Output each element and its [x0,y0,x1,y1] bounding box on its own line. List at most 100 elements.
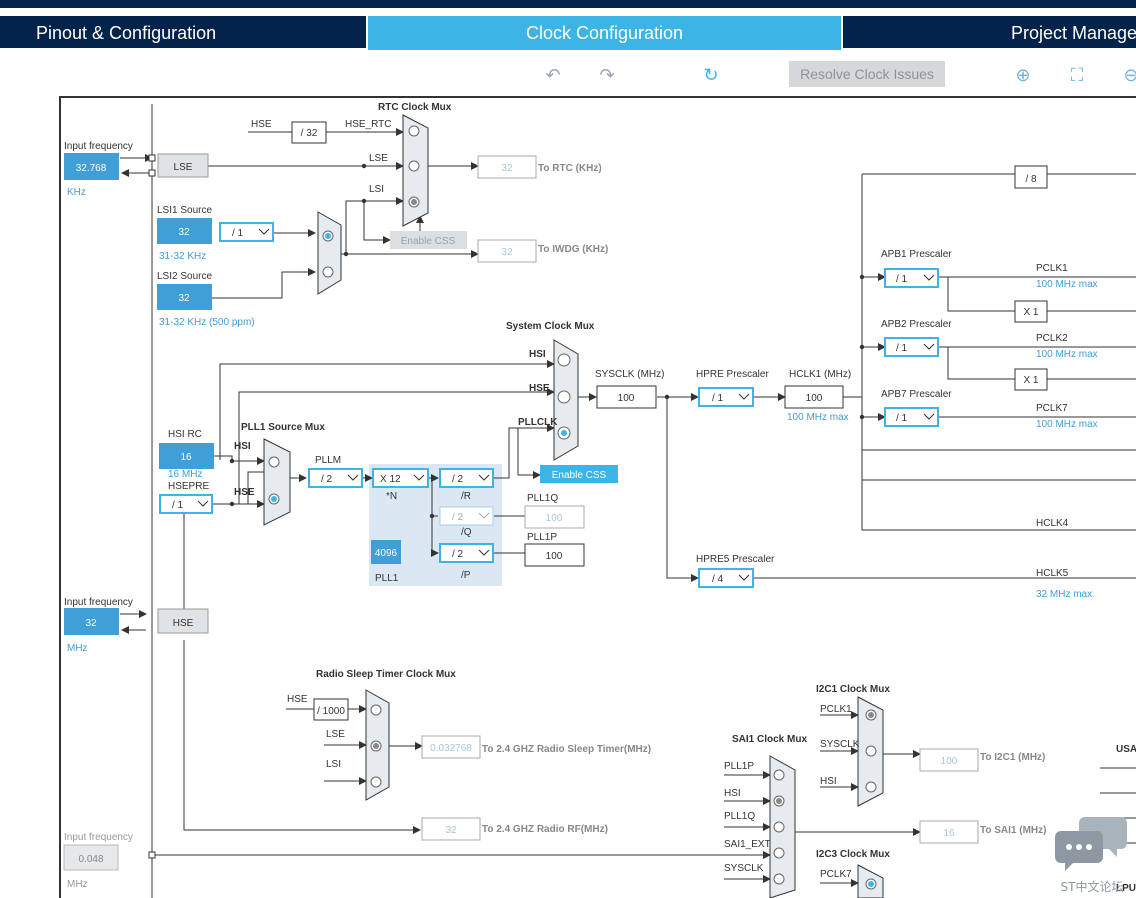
pll-hse-label: HSE [234,487,255,498]
pll-r-value: / 2 [452,474,464,485]
pclk2-label: PCLK2 [1036,333,1068,344]
zoom-out-icon[interactable]: ⊖ [1123,65,1136,85]
pllm-value: / 2 [321,474,333,485]
rtc-hse-label: HSE [251,119,272,130]
rtc-lsi-label: LSI [369,184,384,195]
sai1-input-3: PLL1Q [724,811,755,822]
refresh-icon[interactable]: ↻ [703,65,719,85]
tab-clock-configuration[interactable]: Clock Configuration [368,16,841,50]
hclk1-value-box[interactable] [784,385,844,409]
hse-oscillator [157,608,209,634]
sai1-radio-3[interactable] [773,821,785,833]
rtc-radio-lse[interactable] [408,160,420,172]
hsi-rc-value-box[interactable] [159,443,214,469]
radio-radio-lsi[interactable] [370,776,382,788]
radio-lsi-label: LSI [326,759,341,770]
lse-name: LSE [174,162,193,173]
apb7-value: / 1 [896,413,908,424]
pclk2-max: 100 MHz max [1036,349,1098,360]
pllm-select[interactable] [308,468,363,488]
sai1-output-box[interactable] [919,820,979,844]
hsi-rc-label: HSI RC [168,429,202,440]
tab-project-manager[interactable]: Project Manager [843,16,1136,48]
chevron-down-icon [347,474,359,481]
i2c1-radio-2[interactable] [865,745,877,757]
undo-icon[interactable]: ↶ [545,65,561,85]
pll-radio-hsi[interactable] [268,456,280,468]
hse-input-frequency[interactable] [64,608,119,635]
tab-pinout[interactable]: Pinout & Configuration [0,16,366,48]
iwdg-output-box[interactable] [477,239,537,263]
apb2-select[interactable] [884,337,939,357]
radio-sleep-label: To 2.4 GHZ Radio Sleep Timer(MHz) [482,744,651,755]
lsi2-value-box[interactable] [157,284,212,310]
lse-input-frequency[interactable] [64,153,119,180]
chevron-down-icon [258,228,270,235]
hpre5-select[interactable] [698,568,754,588]
forum-chat-widget[interactable]: ST中文论坛 [1055,815,1129,895]
rtc-output-value: 32 [501,163,513,174]
radio-rf-label: To 2.4 GHZ Radio RF(MHz) [482,824,608,835]
fit-screen-icon[interactable]: ⛶ [1070,65,1084,85]
lsi-radio-2[interactable] [322,266,334,278]
apb7-select[interactable] [884,407,939,427]
pll-n-value: X 12 [380,474,401,485]
rtc-enable-css-label: Enable CSS [401,236,456,247]
lsi-divider-select[interactable] [219,222,274,242]
lsi1-value-box[interactable] [157,218,212,244]
hpre-select[interactable] [698,387,754,407]
radio-hse-divider [313,698,349,721]
sai1-output-value: 16 [943,828,955,839]
radio-rf-output-box[interactable] [421,817,481,841]
pll-r-select[interactable] [439,468,494,488]
sysclk-enable-css-button[interactable] [540,465,618,483]
chevron-down-icon [923,274,935,281]
pll1p-value-box[interactable] [524,543,585,567]
lse-input-label: Input frequency [64,141,133,152]
rtc-lse-label: LSE [369,153,388,164]
apb2-value: / 1 [896,343,908,354]
sai1-radio-5[interactable] [773,873,785,885]
hsepre-label: HSEPRE [168,481,209,492]
pll-fracn-box[interactable] [371,540,401,564]
pll-p-label: /P [461,570,471,581]
pll1q-value-box[interactable] [524,505,585,529]
x1-box-apb1 [1014,300,1048,323]
sai1-radio-4[interactable] [773,847,785,859]
rtc-radio-hse[interactable] [408,125,420,137]
pll1-source-mux[interactable] [263,438,291,526]
pll-q-select[interactable] [439,506,494,526]
radio-radio-hse[interactable] [370,704,382,716]
resolve-clock-issues-button[interactable]: Resolve Clock Issues [789,61,945,87]
pll-n-select[interactable] [372,468,429,488]
i2c3-input-1: PCLK7 [820,869,852,880]
radio-sleep-output-box[interactable] [421,735,481,759]
i2c1-output-label: To I2C1 (MHz) [980,752,1045,763]
rtc-enable-css-button[interactable] [390,231,467,249]
hse-rtc-divider [291,121,327,144]
sys-radio-hse[interactable] [557,390,571,404]
pll-p-select[interactable] [439,543,494,563]
chevron-down-icon [478,549,490,556]
redo-icon[interactable]: ↷ [599,65,615,85]
rtc-output-box[interactable] [477,155,537,179]
lsi-mux[interactable] [317,211,342,295]
i2c1-radio-3[interactable] [865,781,877,793]
hclk4-label: HCLK4 [1036,518,1069,529]
hsepre-select[interactable] [159,494,213,514]
sys-radio-hsi[interactable] [557,353,571,367]
sysclk-value-box[interactable] [596,385,657,409]
ext-input-frequency[interactable] [63,844,119,871]
lse-oscillator [157,153,209,178]
chevron-down-icon [923,413,935,420]
i2c1-output-box[interactable] [919,748,979,772]
pll-p-value: / 2 [452,549,464,560]
sai1-radio-1[interactable] [773,769,785,781]
radio-div-value: / 1000 [317,706,345,717]
zoom-in-icon[interactable]: ⊕ [1015,65,1031,85]
apb1-select[interactable] [884,268,939,288]
hpre-value: / 1 [712,393,724,404]
pclk7-max: 100 MHz max [1036,419,1098,430]
lsi1-value: 32 [178,227,190,238]
chevron-down-icon [738,574,750,581]
